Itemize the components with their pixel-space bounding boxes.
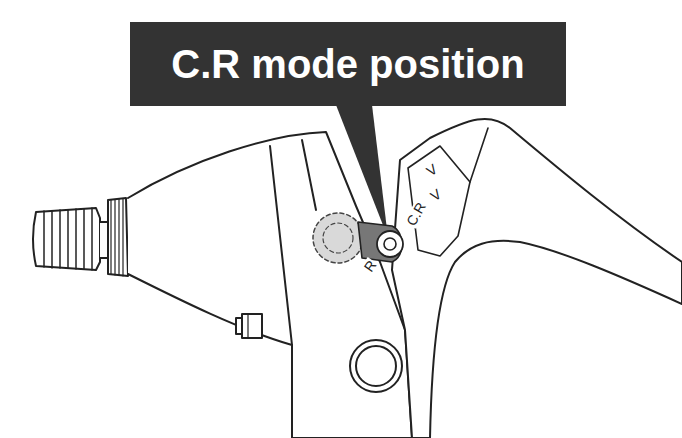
callout-text: C.R mode position	[171, 42, 524, 87]
callout-box: C.R mode position	[130, 22, 566, 106]
